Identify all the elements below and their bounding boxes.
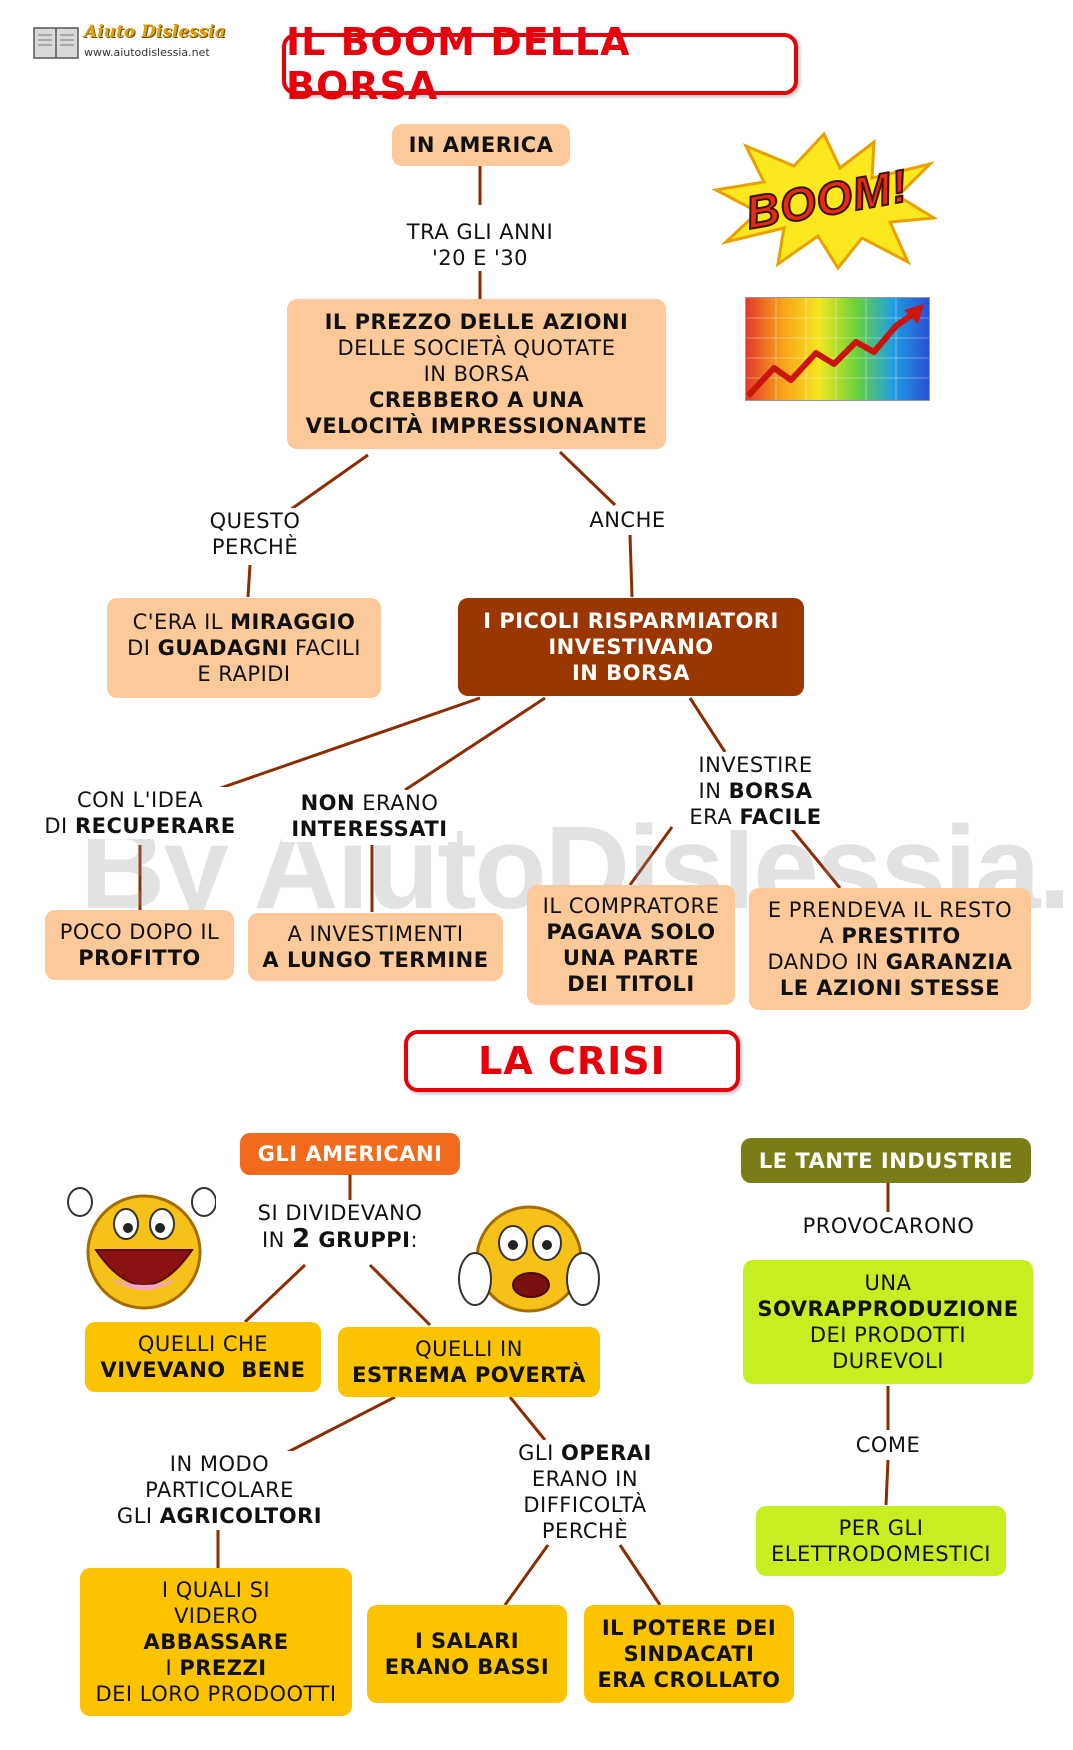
node-prezzo-azioni: IL PREZZO DELLE AZIONI DELLE SOCIETÀ QUO… <box>287 299 666 449</box>
happy-smiley-illustration <box>66 1180 217 1315</box>
node-abbassare-prezzi: I QUALI SI VIDERO ABBASSARE I PREZZI DEI… <box>80 1568 352 1716</box>
node-compratore: IL COMPRATORE PAGAVA SOLO UNA PARTE DEI … <box>527 885 735 1005</box>
node-piccoli-risparmiatori: I PICOLI RISPARMIATORI INVESTIVANO IN BO… <box>458 598 804 696</box>
label-investire-in-borsa: INVESTIRE IN BORSA ERA FACILE <box>673 752 838 830</box>
label-si-dividevano: SI DIVIDEVANO IN 2 GRUPPI: <box>245 1200 435 1253</box>
stock-chart-illustration <box>745 297 930 401</box>
site-logo[interactable]: Aiuto Dislessia www.aiutodislessia.net <box>32 22 226 64</box>
rising-arrow-icon <box>746 298 929 400</box>
boom-explosion-icon <box>711 131 939 271</box>
node-in-america: IN AMERICA <box>392 124 570 166</box>
node-tante-industrie: LE TANTE INDUSTRIE <box>741 1138 1031 1183</box>
node-elettrodomestici: PER GLI ELETTRODOMESTICI <box>756 1506 1006 1576</box>
label-anche: ANCHE <box>575 507 680 533</box>
node-prestito: E PRENDEVA IL RESTO A PRESTITO DANDO IN … <box>749 888 1031 1010</box>
node-sovrapproduzione: UNA SOVRAPPRODUZIONE DEI PRODOTTI DUREVO… <box>743 1260 1033 1384</box>
label-con-l-idea: CON L'IDEA DI RECUPERARE <box>40 787 240 839</box>
logo-name: Aiuto Dislessia <box>84 22 226 42</box>
node-profitto: POCO DOPO IL PROFITTO <box>45 910 234 980</box>
node-salari-bassi: I SALARI ERANO BASSI <box>367 1605 567 1703</box>
laughing-face-icon <box>67 1187 217 1310</box>
label-come: COME <box>838 1432 938 1458</box>
label-provocarono: PROVOCARONO <box>781 1213 996 1239</box>
book-icon <box>33 27 79 59</box>
node-miraggio: C'ERA IL MIRAGGIO DI GUADAGNI FACILI E R… <box>107 598 381 698</box>
label-non-erano-interessati: NON ERANO INTERESSATI <box>282 790 457 842</box>
title-boom-della-borsa: IL BOOM DELLA BORSA <box>282 20 798 108</box>
label-operai: GLI OPERAI ERANO IN DIFFICOLTÀ PERCHÈ <box>505 1440 665 1544</box>
node-vivevano-bene: QUELLI CHE VIVEVANO BENE <box>85 1322 321 1392</box>
boom-illustration: BOOM! <box>711 130 939 271</box>
title-la-crisi: LA CRISI <box>404 1030 740 1092</box>
node-sindacati: IL POTERE DEI SINDACATI ERA CROLLATO <box>584 1605 794 1703</box>
scared-smiley-illustration <box>455 1193 603 1323</box>
node-gli-americani: GLI AMERICANI <box>240 1133 460 1175</box>
node-estrema-poverta: QUELLI IN ESTREMA POVERTÀ <box>338 1327 600 1397</box>
scared-face-icon <box>458 1205 600 1313</box>
label-questo-perche: QUESTO PERCHÈ <box>190 508 320 560</box>
label-tra-gli-anni: TRA GLI ANNI '20 E '30 <box>385 219 575 271</box>
node-lungo-termine: A INVESTIMENTI A LUNGO TERMINE <box>248 913 503 981</box>
logo-url: www.aiutodislessia.net <box>84 46 210 59</box>
label-agricoltori: IN MODO PARTICOLARE GLI AGRICOLTORI <box>107 1451 332 1529</box>
